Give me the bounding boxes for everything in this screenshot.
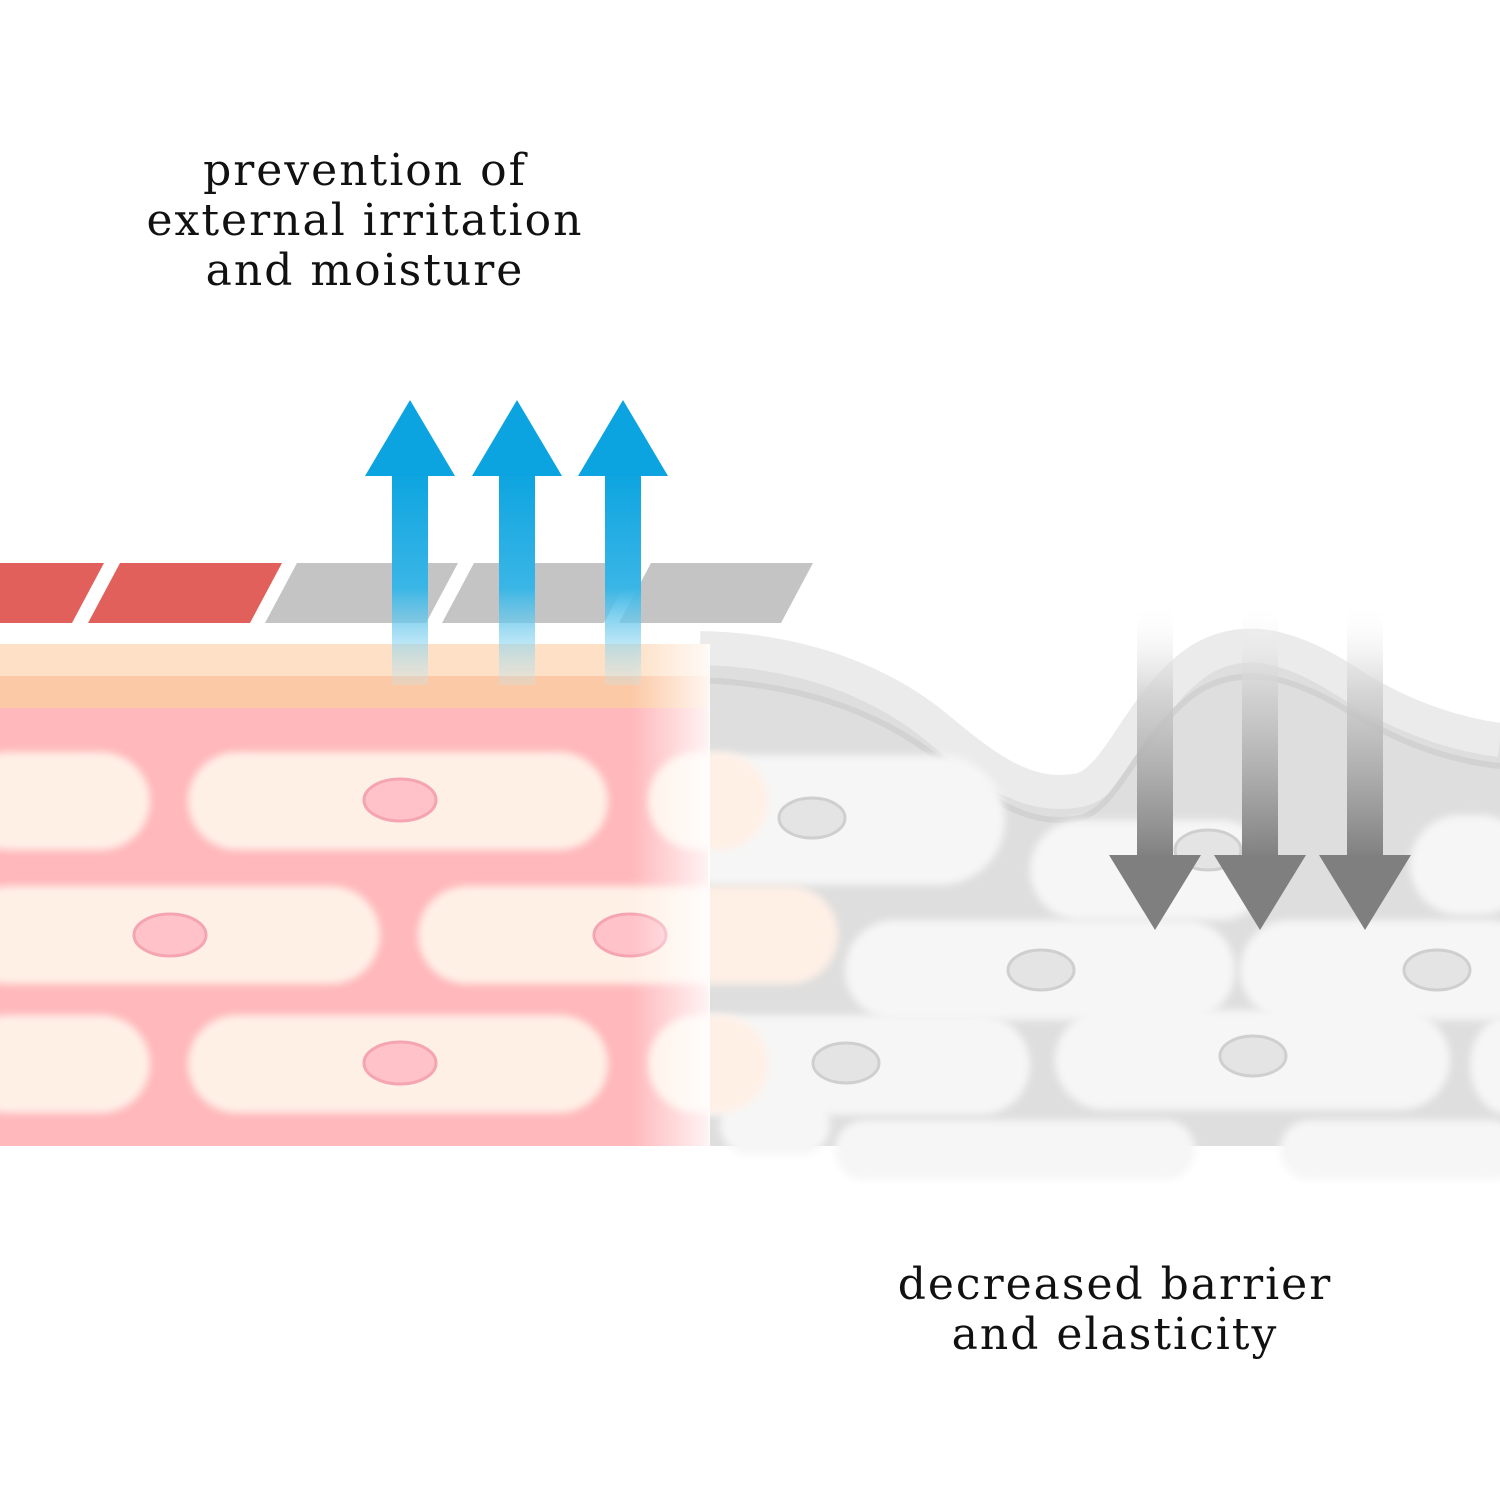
arrow-down-shaft <box>1242 602 1278 857</box>
healthy-caption-line-3: and moisture <box>205 245 525 296</box>
healthy-cell-nucleus <box>362 777 438 823</box>
arrow-up-head <box>365 400 455 476</box>
arrow-down-head <box>1214 855 1306 930</box>
arrow-down-head <box>1319 855 1411 930</box>
healthy-tissue <box>0 644 838 1146</box>
healthy-caption-line-2: external irritation <box>146 195 584 246</box>
arrow-up-head <box>472 400 562 476</box>
damaged-cell-nucleus <box>811 1041 881 1085</box>
healthy-cell-nucleus <box>132 912 208 958</box>
healthy-caption-line-1: prevention of <box>203 145 527 196</box>
arrow-up-shaft <box>392 470 428 685</box>
down-arrows <box>1109 602 1411 930</box>
arrow-down-shaft <box>1347 602 1383 857</box>
healthy-cell-nucleus <box>362 1040 438 1086</box>
arrow-up-shaft <box>605 470 641 685</box>
damaged-caption-line-1: decreased barrier <box>897 1259 1333 1310</box>
healthy-cell <box>0 752 150 850</box>
barrier-segment-gray <box>265 563 458 623</box>
arrow-down-head <box>1109 855 1201 930</box>
damaged-cell-nucleus <box>1218 1034 1288 1078</box>
healthy-skin-caption: prevention of external irritation and mo… <box>120 146 610 296</box>
barrier-segment-gray <box>442 563 636 623</box>
arrow-down-shaft <box>1137 602 1173 857</box>
damaged-cell <box>1280 1120 1500 1180</box>
damaged-cell <box>835 1120 1195 1180</box>
arrow-down-icon <box>1214 602 1306 930</box>
barrier-segment-gray <box>619 563 813 623</box>
damaged-cell <box>720 1095 830 1155</box>
damaged-caption-line-2: and elasticity <box>951 1309 1279 1360</box>
barrier-segment-red <box>88 563 282 623</box>
damaged-cell <box>1470 1016 1500 1114</box>
damaged-cell <box>1240 920 1500 1020</box>
arrow-up-icon <box>472 400 562 685</box>
arrow-down-icon <box>1109 602 1201 930</box>
arrow-up-head <box>578 400 668 476</box>
damaged-cell <box>1410 815 1500 915</box>
transition-fade <box>430 644 710 1146</box>
arrow-up-shaft <box>499 470 535 685</box>
damaged-cell-nucleus <box>1006 948 1076 992</box>
arrow-up-icon <box>578 400 668 685</box>
barrier-segment-red <box>0 563 104 623</box>
damaged-skin-caption: decreased barrier and elasticity <box>880 1260 1350 1360</box>
arrow-down-icon <box>1319 602 1411 930</box>
up-arrows <box>365 400 668 685</box>
damaged-cell-nucleus <box>777 796 847 840</box>
healthy-cell <box>0 1015 150 1113</box>
arrow-up-icon <box>365 400 455 685</box>
damaged-cell-nucleus <box>1402 948 1472 992</box>
